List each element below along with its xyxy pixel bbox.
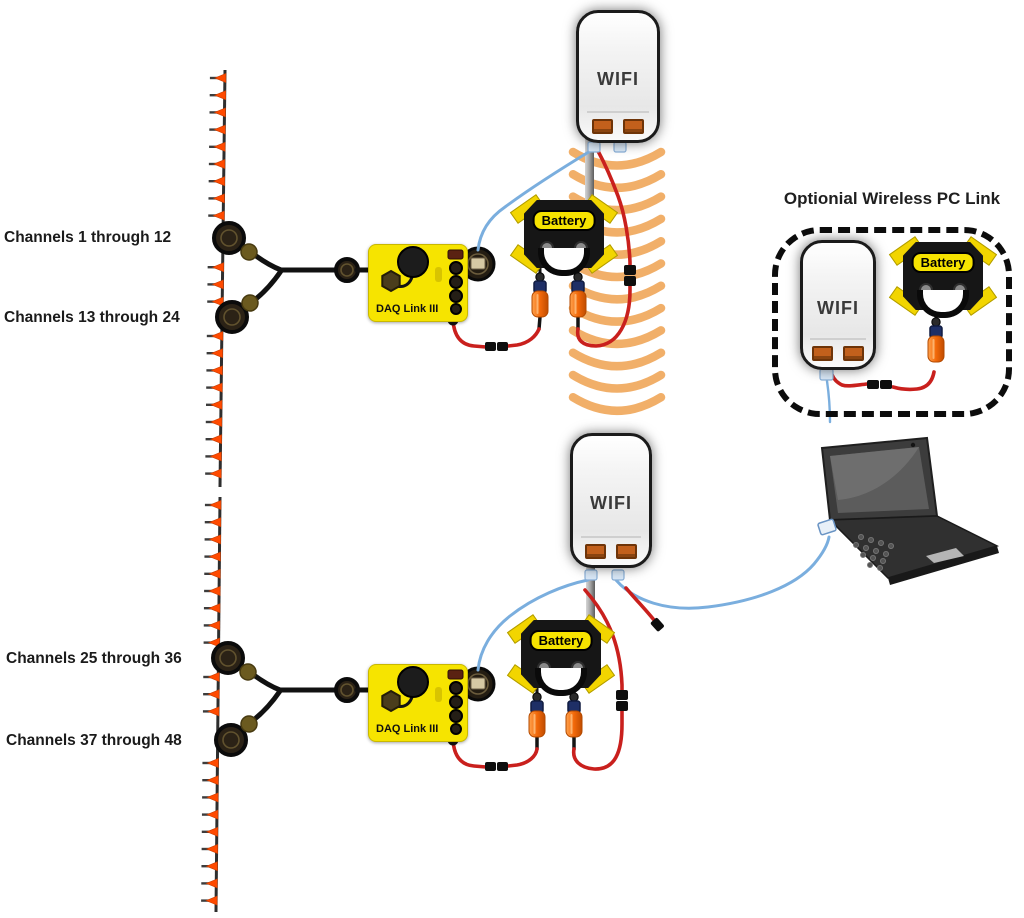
wifi-antenna-optional: WIFI [800,240,876,370]
daq-label: DAQ Link III [376,303,439,315]
webcam-dot [910,442,916,448]
rj45-jack-icon [470,677,486,690]
rj45-jack-icon [470,257,486,270]
ethernet-port [812,346,833,361]
battery-handle [917,290,969,318]
battery-label: Battery [532,210,596,231]
daq-link-unit-bottom: DAQ Link III [368,664,468,742]
antenna-pole-top [585,130,594,238]
daq-reel-icon [397,246,429,278]
wifi-label: WIFI [590,492,632,513]
battery-pack-top: Battery [509,194,619,282]
touchpad [926,548,964,563]
wifi-antenna-top: WIFI [576,10,660,143]
blue-cables [476,148,837,672]
battery-handle [538,248,590,276]
optional-link-outline [772,227,1012,417]
battery-pack-bottom: Battery [506,614,616,702]
battery-pack-optional: Battery [888,236,998,324]
channel-label-25-36: Channels 25 through 36 [6,650,182,667]
ethernet-port [843,346,864,361]
daq-art [381,666,464,735]
geophone-string-top [205,69,227,488]
wifi-ports [586,111,650,134]
channel-label-37-48: Channels 37 through 48 [6,732,182,749]
antenna-pole-bottom [586,556,595,662]
daq-side-ports [449,261,463,315]
daq-label: DAQ Link III [376,723,439,735]
daq-hex-connector-icon [381,689,401,713]
daq-side-ports [449,681,463,735]
battery-handle [535,668,587,696]
channel-label-13-24: Channels 13 through 24 [4,309,180,326]
takeout-cables-top [212,221,372,334]
takeout-cables-bottom [211,641,372,757]
geophone-string-bottom [201,496,222,913]
ethernet-port [616,544,637,559]
wifi-antenna-bottom: WIFI [570,433,652,568]
wifi-label: WIFI [597,68,639,89]
keyboard-keys [853,534,895,572]
ethernet-port [585,544,606,559]
optional-link-title: Optionial Wireless PC Link [783,189,1001,208]
daq-art [381,246,464,315]
wifi-ports [580,536,642,559]
daq-hex-connector-icon [381,269,401,293]
daq-reel-icon [397,666,429,698]
laptop [820,436,1000,585]
ethernet-port [592,119,613,134]
battery-label: Battery [529,630,593,651]
laptop-ethernet-plug [817,518,837,536]
daq-link-unit-top: DAQ Link III [368,244,468,322]
wifi-ports [810,338,866,361]
battery-label: Battery [911,252,975,273]
wifi-label: WIFI [817,297,859,318]
ethernet-port [623,119,644,134]
inline-cable-connectors [485,265,892,771]
channel-label-1-12: Channels 1 through 12 [4,229,172,246]
wifi-pigtail-plugs [584,141,834,581]
